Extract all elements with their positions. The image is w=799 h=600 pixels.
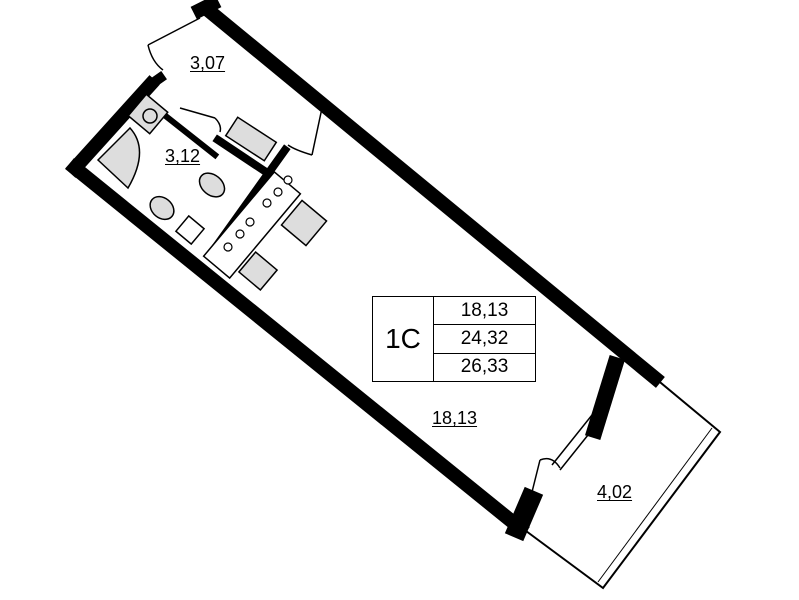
shaft [174,214,206,246]
outer-wall-right [198,0,665,388]
stove-icon [280,199,328,247]
apartment-type: 1C [373,297,434,381]
entrance-door[interactable] [147,17,201,46]
room-area-living: 18,13 [432,408,478,428]
room-area-hall: 3,07 [190,53,226,73]
doors [147,17,601,501]
balcony-window [551,414,601,471]
total-area-with-balcony: 26,33 [460,356,509,378]
door-swing [287,144,313,156]
room-door[interactable] [311,107,323,156]
sink-icon [149,195,175,221]
toilet-icon [198,172,226,198]
balcony-outline [521,377,722,590]
drum [142,108,158,124]
walls [65,0,665,542]
wall-stub [143,71,167,92]
living-area: 18,13 [434,297,535,326]
outer-wall-left [65,158,530,538]
window-pillar-bottom [504,486,544,542]
shower-icon [96,126,141,190]
washing-machine-icon [127,93,169,135]
balcony-door[interactable] [529,457,561,501]
total-area: 24,32 [434,325,535,354]
kitchen-sink-icon [237,250,279,292]
bathroom-wall-top [153,105,220,160]
door-swing [214,117,222,133]
bathroom-outer-wall [65,75,160,178]
entrance-pillar [190,0,222,20]
fixtures [96,93,328,292]
door-swing [147,44,164,71]
area-summary-table: 1C 18,13 24,32 26,33 [372,296,536,382]
radiator-icon [224,116,278,162]
bathroom-door[interactable] [179,107,216,119]
room-area-bathroom: 3,12 [165,146,201,166]
counter-dots [223,175,293,252]
window-pillar-top [585,355,625,440]
room-area-balcony: 4,02 [597,482,633,502]
